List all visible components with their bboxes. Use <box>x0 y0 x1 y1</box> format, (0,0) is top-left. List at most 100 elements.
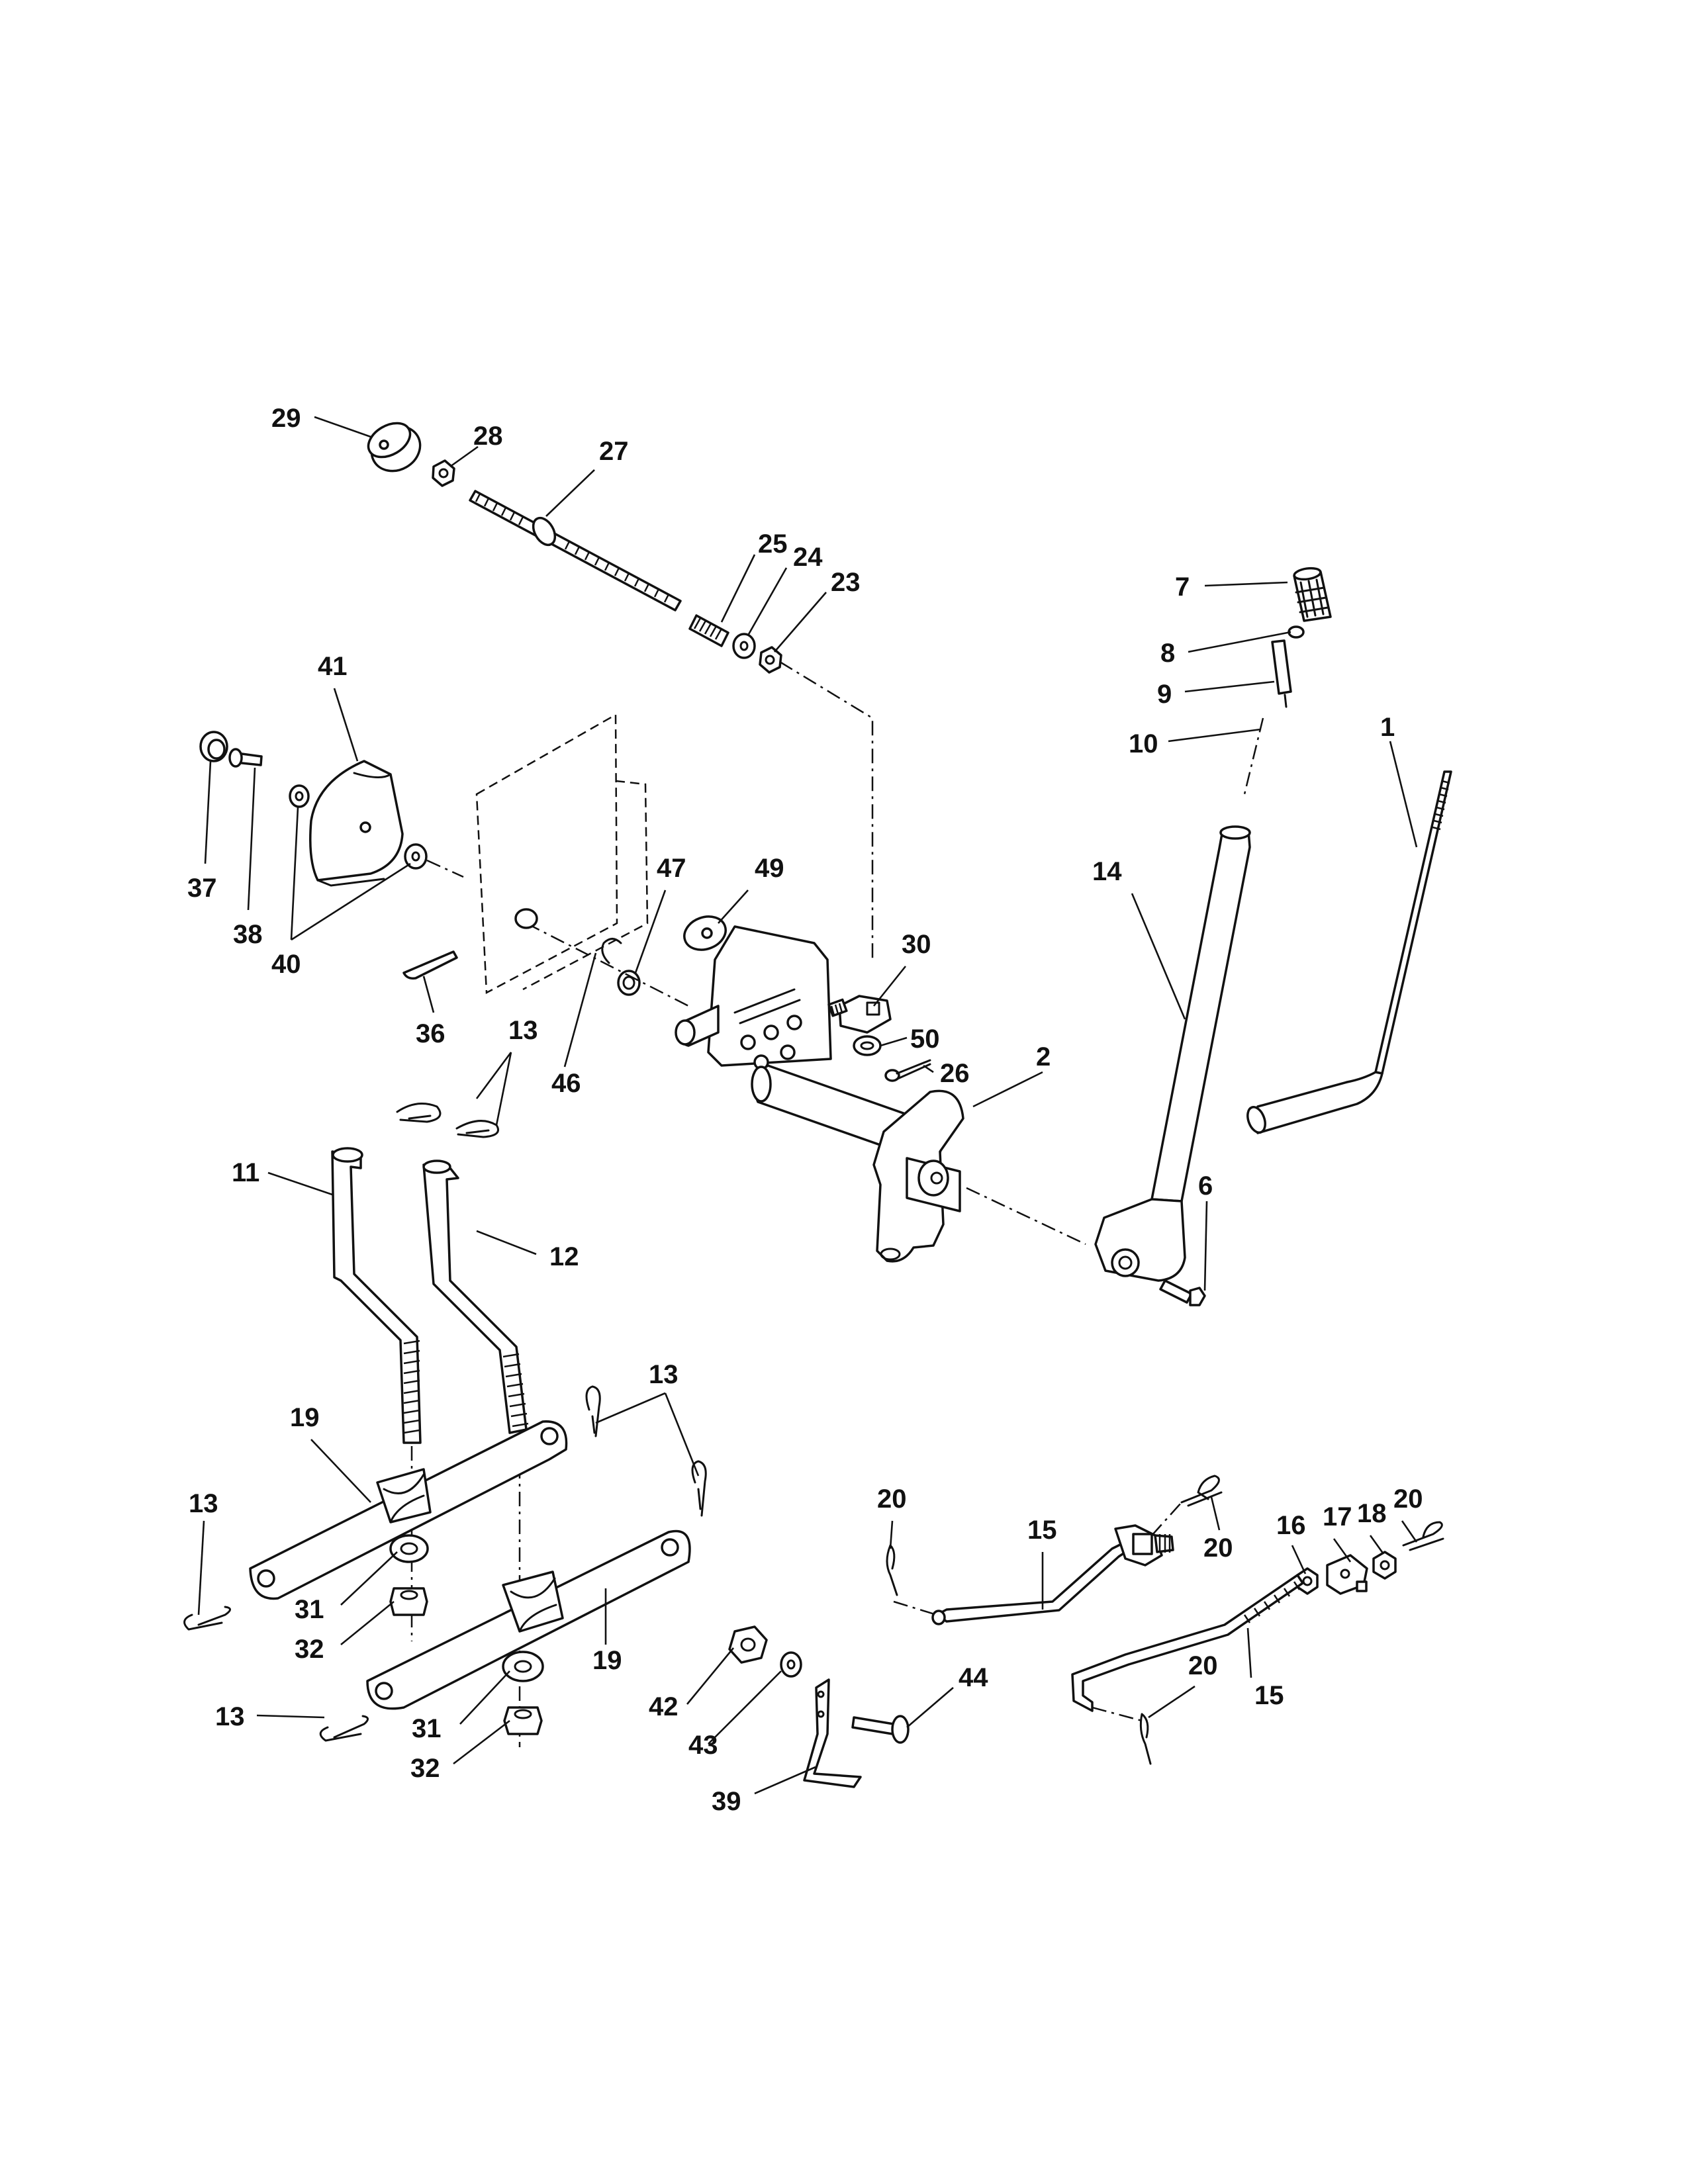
callout-32-upper: 32 <box>295 1635 324 1664</box>
part-13-hairpin-clip-b <box>455 1120 499 1138</box>
part-31-bushing-a <box>389 1534 429 1563</box>
part-41-bracket <box>309 760 404 887</box>
part-11-lift-link <box>331 1147 422 1444</box>
callout-19-lower: 19 <box>592 1646 622 1675</box>
leader-lines <box>197 416 1418 1795</box>
part-19-lift-arm-b <box>366 1529 691 1710</box>
callout-23: 23 <box>831 568 861 597</box>
callout-46: 46 <box>551 1069 581 1098</box>
callout-14: 14 <box>1092 857 1122 886</box>
assembly-line-shaft <box>526 922 689 1007</box>
callout-44: 44 <box>959 1663 988 1692</box>
part-2-rockshaft <box>675 925 964 1263</box>
part-40-washer-a <box>289 784 310 808</box>
part-12-lift-link <box>422 1160 529 1434</box>
part-42-nut <box>728 1625 768 1664</box>
part-19-lift-arm-a <box>249 1420 568 1600</box>
part-32-nut-a <box>389 1587 428 1616</box>
callout-29: 29 <box>271 404 301 433</box>
callout-38: 38 <box>233 920 263 949</box>
callout-11: 11 <box>232 1158 259 1187</box>
callout-6: 6 <box>1198 1171 1213 1201</box>
callout-37: 37 <box>187 874 217 903</box>
part-38-bolt <box>228 748 263 768</box>
callout-24: 24 <box>793 543 823 572</box>
part-20-hairpin-clip-a <box>886 1544 898 1596</box>
callout-7: 7 <box>1175 572 1190 602</box>
callout-8: 8 <box>1160 639 1175 668</box>
callout-13-mid: 13 <box>649 1360 679 1389</box>
part-39-stop-bracket <box>803 1678 862 1788</box>
callout-2: 2 <box>1036 1042 1051 1071</box>
callout-labels: 29 28 27 25 24 23 7 8 9 10 1 41 37 38 40… <box>187 404 1423 1816</box>
callout-19-upper: 19 <box>290 1403 320 1432</box>
part-40-washer-b <box>404 843 428 870</box>
part-15-linkage-rod-b <box>1071 1574 1304 1712</box>
part-13-hairpin-clip-c <box>585 1385 601 1437</box>
callout-31-upper: 31 <box>295 1595 324 1624</box>
part-9-pin <box>1271 639 1292 708</box>
callout-20-a: 20 <box>877 1484 907 1514</box>
part-14-lift-handle <box>1094 825 1251 1282</box>
part-37-clip <box>199 731 228 762</box>
callout-10: 10 <box>1129 729 1158 758</box>
part-20-hairpin-clip-c <box>1402 1521 1444 1551</box>
part-13-hairpin-clip-f <box>319 1715 369 1742</box>
part-26-cotter-pin <box>884 1059 931 1082</box>
callout-16: 16 <box>1276 1511 1306 1540</box>
assembly-line-bracket <box>426 859 464 878</box>
part-32-nut-b <box>503 1706 543 1735</box>
callout-31-lower: 31 <box>412 1714 442 1743</box>
part-31-bushing-b <box>502 1651 544 1682</box>
assembly-line-handle <box>1243 717 1264 795</box>
part-49-washer <box>683 915 727 951</box>
callout-42: 42 <box>649 1692 679 1721</box>
assembly-line-clip-20b <box>1151 1502 1182 1536</box>
part-50-washer <box>853 1035 882 1056</box>
callout-30: 30 <box>902 930 931 959</box>
callout-36: 36 <box>416 1019 445 1048</box>
part-15-trunnion-block <box>1114 1524 1174 1567</box>
callout-1: 1 <box>1380 713 1395 742</box>
callout-18: 18 <box>1357 1499 1387 1528</box>
part-1-lift-rod <box>1246 770 1452 1134</box>
callout-39: 39 <box>712 1787 741 1816</box>
assembly-line-rod-15b <box>1092 1706 1143 1722</box>
callout-25: 25 <box>758 529 788 559</box>
part-36-pin <box>402 950 458 980</box>
part-23-nut <box>759 646 782 674</box>
part-15-linkage-rod-a <box>931 1541 1130 1625</box>
part-44-bolt <box>851 1715 910 1744</box>
part-18-nut <box>1372 1551 1397 1580</box>
callout-12: 12 <box>549 1242 579 1271</box>
assembly-line-rockshaft <box>966 1187 1086 1246</box>
callout-50: 50 <box>910 1024 940 1054</box>
assembly-line-rod <box>779 660 874 960</box>
callout-49: 49 <box>755 854 784 883</box>
part-7-handle-grip <box>1293 567 1332 622</box>
part-29-knob <box>367 422 422 473</box>
part-43-washer <box>780 1651 802 1678</box>
callout-20-b: 20 <box>1203 1533 1233 1563</box>
callout-13-upper: 13 <box>508 1016 538 1045</box>
callout-20-c: 20 <box>1393 1484 1423 1514</box>
part-30-trunnion <box>827 995 892 1034</box>
callout-17: 17 <box>1323 1502 1352 1531</box>
callout-43: 43 <box>688 1731 718 1760</box>
part-13-hairpin-clip-d <box>691 1460 707 1517</box>
part-28-nut <box>432 459 455 487</box>
callout-13-left: 13 <box>189 1489 218 1518</box>
part-13-hairpin-clip-e <box>183 1606 231 1631</box>
assembly-line-rod-15a <box>893 1600 937 1616</box>
callout-13-lower: 13 <box>215 1702 245 1731</box>
callout-28: 28 <box>473 422 503 451</box>
part-17-trunnion <box>1326 1554 1368 1595</box>
callout-15-lower: 15 <box>1254 1681 1284 1710</box>
callout-40: 40 <box>271 950 301 979</box>
callout-20-d: 20 <box>1188 1651 1218 1680</box>
callout-32-lower: 32 <box>410 1754 440 1783</box>
callout-15-upper: 15 <box>1027 1516 1057 1545</box>
callout-41: 41 <box>318 652 348 681</box>
part-8-ball <box>1288 625 1305 639</box>
